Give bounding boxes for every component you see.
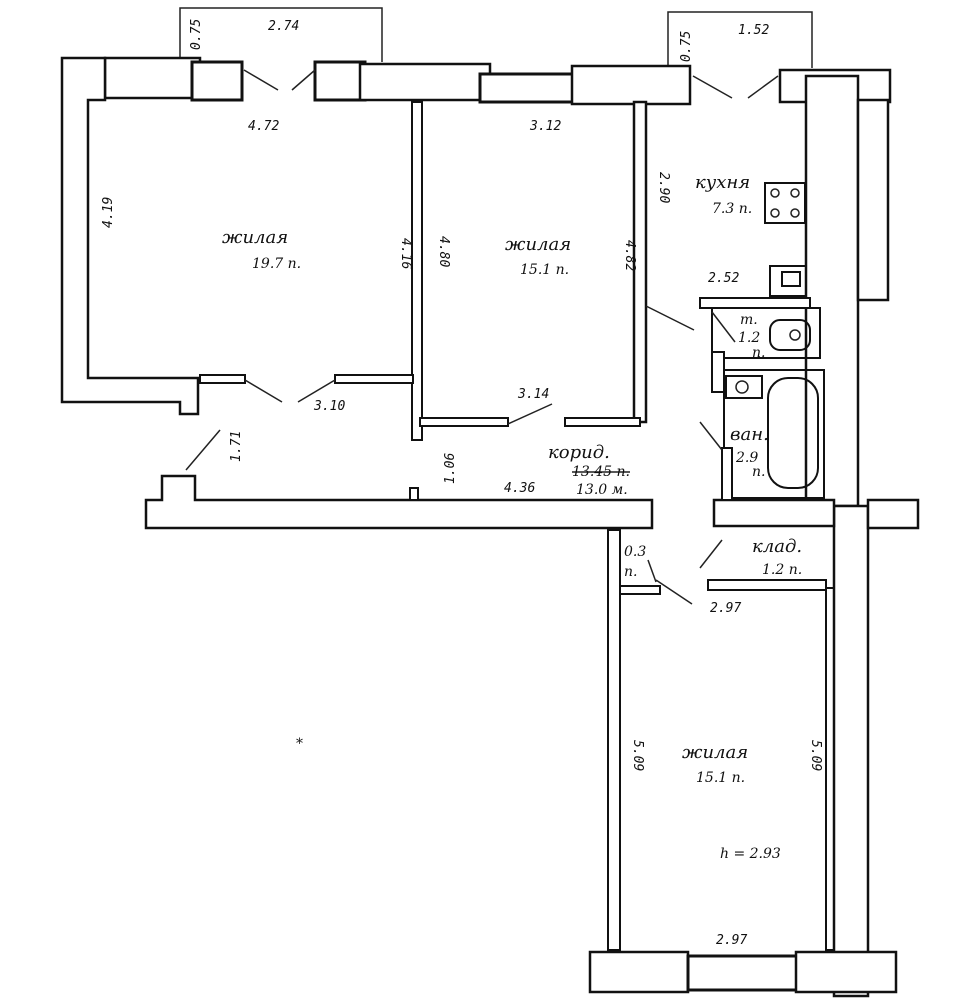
- asterisk-mark: *: [296, 736, 303, 752]
- toilet-name: т.: [740, 312, 758, 328]
- dim-r1-bottom: 3.10: [313, 399, 345, 414]
- dim-r2-right: 4.82: [622, 240, 637, 271]
- dim-corr-a: 1.71: [229, 431, 244, 462]
- dim-kitchen-w: 2.52: [708, 271, 739, 286]
- corridor-name: корид.: [548, 442, 610, 463]
- corridor-area-old: 13.45 п.: [572, 464, 630, 480]
- dim-balcony-left-w: 2.74: [268, 19, 299, 34]
- balcony-left: [179, 7, 383, 62]
- kitchen-area: 7.3 п.: [712, 201, 752, 217]
- room-labels: жилая 19.7 п. жилая 15.1 п. кухня 7.3 п.…: [222, 172, 802, 862]
- dim-r1-top: 4.72: [248, 119, 279, 134]
- niche-unit: п.: [624, 564, 637, 580]
- dim-r3-top: 2.97: [710, 601, 741, 616]
- doors: [185, 69, 779, 605]
- storage-area: 1.2 п.: [762, 562, 802, 578]
- bath-area: 2.9: [735, 450, 758, 466]
- dimension-labels: 2.74 0.75 1.52 0.75 4.72 4.19 4.16 3.10 …: [101, 19, 823, 948]
- dim-r2-left: 4.80: [436, 236, 451, 267]
- dim-balcony-left-d: 0.75: [189, 19, 204, 50]
- bath-unit: п.: [752, 464, 765, 480]
- dim-r1-right: 4.16: [398, 238, 413, 269]
- room3-name: жилая: [682, 742, 748, 763]
- room2-name: жилая: [505, 234, 571, 255]
- storage-name: клад.: [752, 536, 802, 557]
- dim-r3-bottom: 2.97: [716, 933, 747, 948]
- room1-name: жилая: [222, 227, 288, 248]
- corridor-area: 13.0 м.: [576, 482, 628, 498]
- sanitary-block: [699, 297, 825, 501]
- toilet-area: 1.2: [738, 330, 760, 346]
- dim-corr-len: 4.36: [504, 481, 535, 496]
- dim-r2-top: 3.12: [529, 119, 561, 134]
- outer-walls: [60, 56, 920, 998]
- dim-r3-right: 5.09: [808, 740, 823, 771]
- dim-balcony-right-d: 0.75: [679, 31, 694, 62]
- dim-corr-b: 1.06: [443, 453, 458, 484]
- room3-height: h = 2.93: [720, 846, 781, 862]
- room1-area: 19.7 п.: [252, 256, 301, 272]
- balcony-right: [667, 11, 813, 68]
- niche-area: 0.3: [624, 544, 646, 560]
- room3-area: 15.1 п.: [696, 770, 745, 786]
- bath-name: ван.: [730, 424, 769, 445]
- dim-r1-left: 4.19: [101, 197, 116, 228]
- dim-r3-left: 5.09: [630, 740, 645, 771]
- dim-kitchen-h: 2.90: [656, 172, 671, 203]
- kitchen-equipment: [764, 182, 807, 297]
- kitchen-name: кухня: [695, 172, 750, 193]
- room2-area: 15.1 п.: [520, 262, 569, 278]
- toilet-unit: п.: [752, 345, 765, 361]
- dim-balcony-right-w: 1.52: [738, 23, 769, 38]
- dim-r2-bottom: 3.14: [517, 387, 549, 402]
